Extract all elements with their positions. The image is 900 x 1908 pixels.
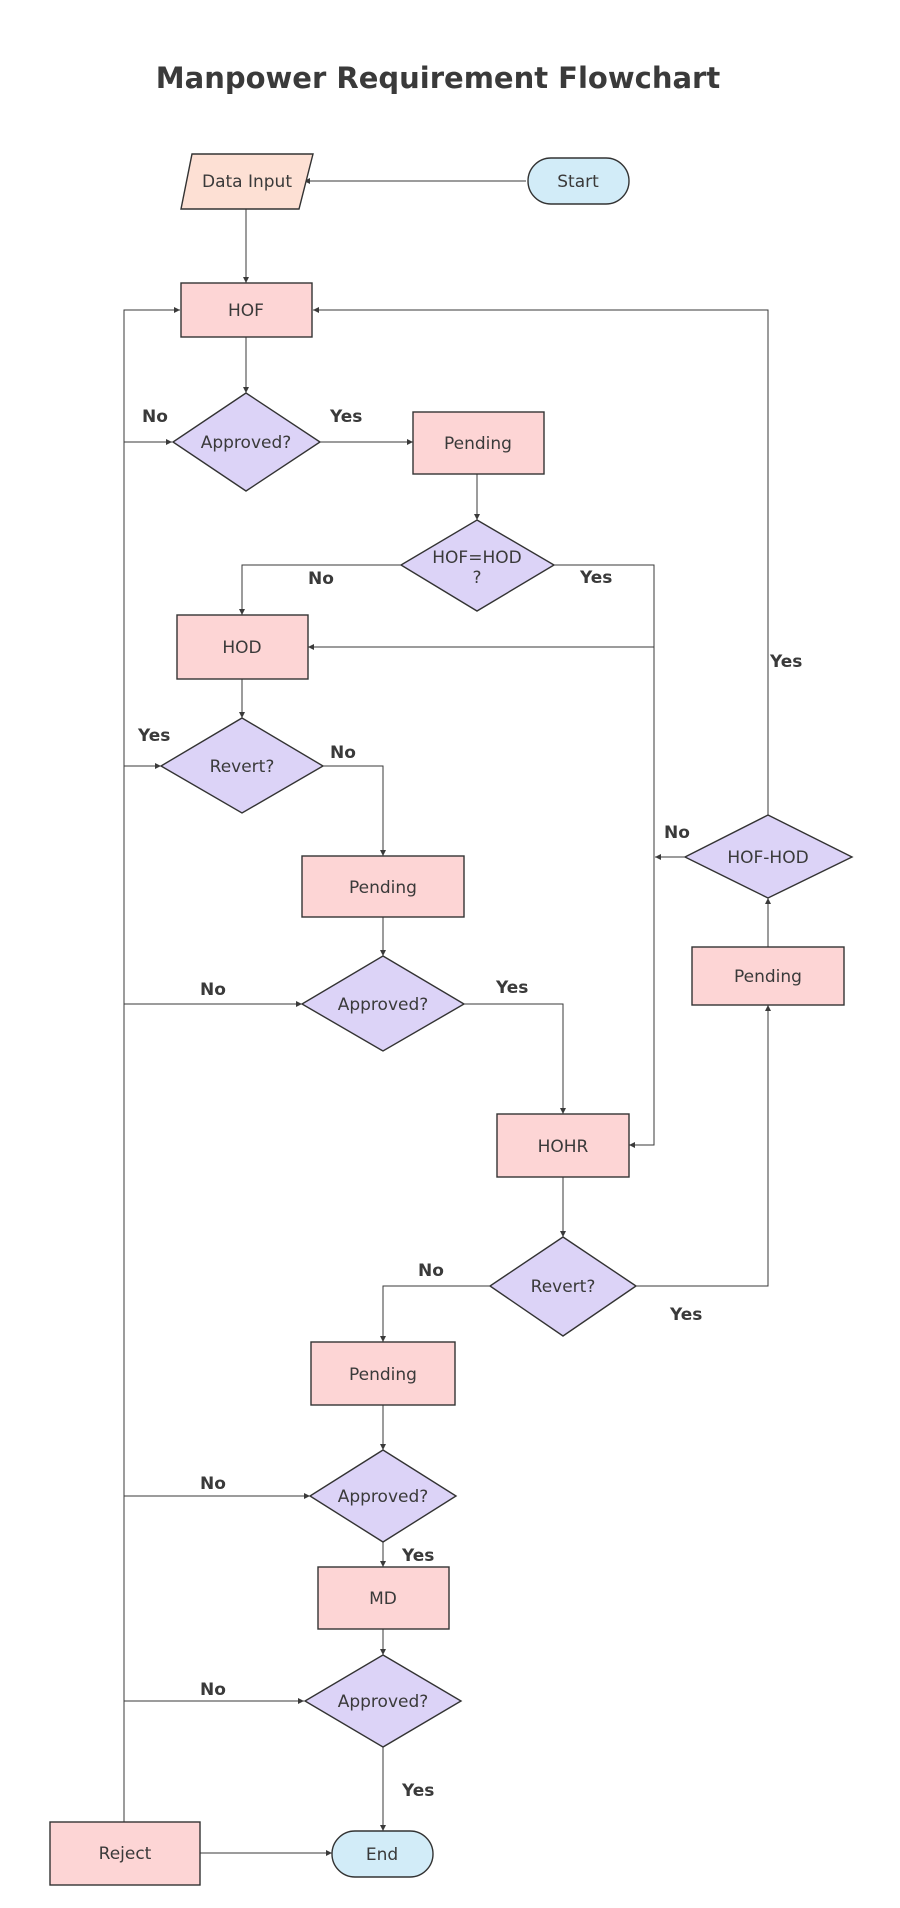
hof-hod-decision[interactable]: HOF-HOD: [683, 814, 854, 899]
end-shape: [331, 1830, 434, 1878]
edge-label-no: No: [200, 1680, 226, 1700]
pending-node-2-shape: [301, 855, 465, 918]
approved-decision-1-label: Approved?: [201, 433, 292, 453]
approved-decision-1-shape: [171, 392, 322, 492]
revert-decision-2-label: Revert?: [531, 1277, 596, 1297]
pending-node-1-shape: [412, 411, 545, 475]
edge-label-no: No: [200, 1474, 226, 1494]
approved-decision-2[interactable]: Approved?: [300, 955, 466, 1052]
edge-label-yes: Yes: [495, 978, 528, 998]
hof-hod-decision-shape: [683, 814, 854, 899]
approved-decision-3-shape: [308, 1449, 458, 1543]
end-node[interactable]: End: [331, 1830, 434, 1878]
approved-decision-4[interactable]: Approved?: [303, 1654, 463, 1748]
approved-decision-3[interactable]: Approved?: [308, 1449, 458, 1543]
hof-equals-hod-decision-shape: [399, 519, 556, 612]
edge-label-yes: Yes: [401, 1781, 434, 1801]
pending-node-4-shape: [310, 1341, 456, 1406]
edge-revert-2-yes-to-pending-3: [636, 1005, 771, 1287]
edge-label-no: No: [418, 1261, 444, 1281]
md-shape: [317, 1566, 450, 1630]
md-node[interactable]: MD: [317, 1566, 450, 1630]
edge-decision-no-to-hod: [239, 564, 401, 615]
data-input-label: Data Input: [202, 172, 292, 192]
pending-node-3-label: Pending: [734, 967, 802, 987]
approved-decision-2-label: Approved?: [338, 995, 429, 1015]
edge-label-no: No: [330, 743, 356, 763]
hof-shape: [180, 282, 313, 338]
approved-decision-2-shape: [300, 955, 466, 1052]
reject-label: Reject: [99, 1844, 152, 1864]
revert-decision-2[interactable]: Revert?: [488, 1236, 638, 1337]
hohr-shape: [496, 1113, 630, 1178]
edge-label-yes: Yes: [669, 1305, 702, 1325]
edge-label-yes: Yes: [401, 1546, 434, 1566]
pending-node-2-label: Pending: [349, 878, 417, 898]
approved-decision-1[interactable]: Approved?: [171, 392, 322, 492]
edge-label-no: No: [664, 823, 690, 843]
md-label: MD: [369, 1589, 397, 1609]
edge-label-yes: Yes: [137, 726, 170, 746]
hof-equals-hod-decision[interactable]: HOF=HOD ?: [399, 519, 556, 612]
page-title: Manpower Requirement Flowchart: [156, 61, 721, 95]
approved-decision-4-label: Approved?: [338, 1692, 429, 1712]
edge-label-no: No: [308, 569, 334, 589]
pending-node-1[interactable]: Pending: [412, 411, 545, 475]
hof-label: HOF: [228, 301, 264, 321]
revert-decision-1-label: Revert?: [210, 757, 275, 777]
approved-decision-4-shape: [303, 1654, 463, 1748]
hof-node[interactable]: HOF: [180, 282, 313, 338]
pending-node-4[interactable]: Pending: [310, 1341, 456, 1406]
edges: [123, 178, 771, 1856]
hohr-label: HOHR: [538, 1137, 589, 1157]
edge-hof-hod-yes-to-hof: [313, 307, 769, 815]
hof-equals-hod-label-line1: HOF=HOD: [432, 548, 521, 568]
edge-reject-loop-to-hof: [123, 307, 180, 1822]
pending-node-3[interactable]: Pending: [691, 946, 845, 1006]
pending-node-2[interactable]: Pending: [301, 855, 465, 918]
edge-labels: No Yes No Yes Yes No No Yes Yes No No Ye…: [137, 407, 802, 1801]
approved-decision-3-label: Approved?: [338, 1487, 429, 1507]
edge-label-yes: Yes: [579, 568, 612, 588]
hohr-node[interactable]: HOHR: [496, 1113, 630, 1178]
edge-revert-2-no-to-pending-4: [380, 1285, 490, 1342]
reject-shape: [49, 1821, 201, 1886]
start-label: Start: [557, 172, 599, 192]
edge-label-no: No: [142, 407, 168, 427]
edge-revert-1-no-to-pending-2: [323, 765, 386, 856]
pending-node-3-shape: [691, 946, 845, 1006]
edge-label-no: No: [200, 980, 226, 1000]
start-node[interactable]: Start: [527, 157, 630, 205]
hod-label: HOD: [222, 638, 261, 658]
edge-label-yes: Yes: [329, 407, 362, 427]
pending-node-4-label: Pending: [349, 1365, 417, 1385]
edge-decision-yes-to-hohr: [554, 564, 655, 1148]
start-shape: [527, 157, 630, 205]
edge-approved-2-yes-to-hohr: [464, 1003, 566, 1114]
revert-decision-1[interactable]: Revert?: [159, 717, 325, 814]
data-input-node[interactable]: Data Input: [180, 153, 314, 210]
data-input-shape: [180, 153, 314, 210]
edge-label-yes: Yes: [769, 652, 802, 672]
hof-hod-decision-label: HOF-HOD: [727, 848, 808, 868]
hof-equals-hod-label-line2: ?: [472, 568, 481, 588]
end-label: End: [366, 1845, 398, 1865]
hod-node[interactable]: HOD: [176, 614, 309, 680]
pending-node-1-label: Pending: [444, 434, 512, 454]
reject-node[interactable]: Reject: [49, 1821, 201, 1886]
hod-shape: [176, 614, 309, 680]
revert-decision-2-shape: [488, 1236, 638, 1337]
nodes: Data Input Start HOF Approved? Pending H…: [49, 153, 854, 1886]
revert-decision-1-shape: [159, 717, 325, 814]
